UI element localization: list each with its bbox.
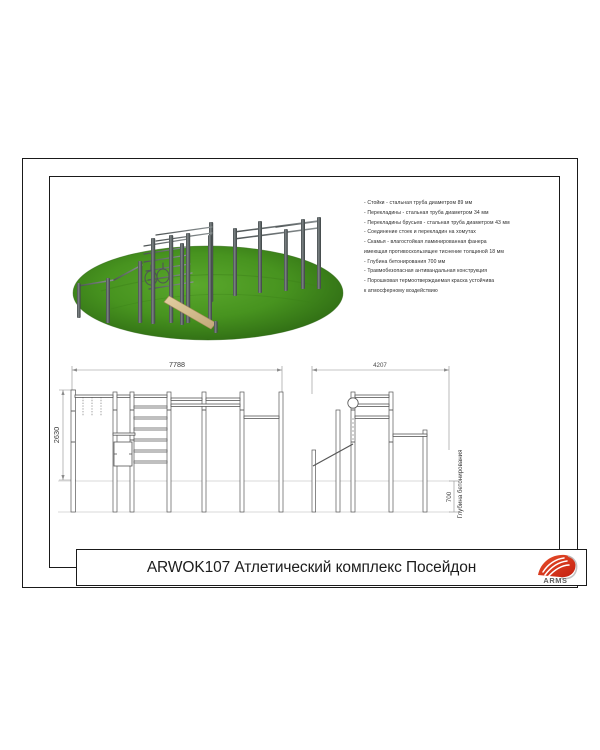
product-3d-render [56,183,346,351]
spec-item: - Стойки - стальная труба диаметром 89 м… [364,200,473,206]
right-assembly [311,391,428,513]
left-top-bars [74,394,280,419]
dimension-label-4207: 4207 [373,362,387,369]
hanging-straps [82,397,102,416]
drawing-sheet: - Стойки - стальная труба диаметром 89 м… [22,158,587,588]
right-posts [311,391,428,513]
dimension-label-2630: 2630 [52,427,61,443]
elevation-drawing: 7788 4207 [50,354,559,567]
monkey-bars [155,226,213,242]
spec-item: - Глубина бетонирования 700 мм [364,258,446,265]
arms-wordmark: ARMS [543,576,567,584]
left-assembly [70,389,284,513]
title-block: ARWOK107 Атлетический комплекс Посейдон [76,549,587,586]
left-posts [70,389,284,513]
right-top-bars [354,394,428,437]
spec-item-continuation: к атмосферному воздействию [364,287,438,294]
left-post-clamps [71,409,244,443]
dimension-label-7788: 7788 [169,360,185,369]
dimension-700 [449,480,459,513]
right-rings [347,397,359,409]
spec-item: - Травмобезопасная антивандальная констр… [364,268,488,275]
dimension-4207 [311,366,450,450]
spec-item: - Скамья - влагостойкая ламинированная ф… [364,239,487,246]
foundation-depth-label: Глубина бетонирования [457,450,464,519]
spec-item: - Порошковая термоотверждаемая краска ус… [364,278,495,285]
incline-bench [163,295,218,333]
right-post-clamps [351,409,393,443]
spec-item-continuation: имеющая противоскользящее тиснение толщи… [364,248,504,255]
ground-lines [58,480,450,513]
spec-item: - Перекладины - стальная труба диаметром… [364,209,489,216]
wall-bars-ladder [133,405,168,464]
back-top-rails [233,220,321,240]
inner-drawing-frame: - Стойки - стальная труба диаметром 89 м… [49,176,587,586]
upper-content-area: - Стойки - стальная труба диаметром 89 м… [50,177,559,354]
bench-seat [112,432,136,467]
dimension-label-700: 700 [446,491,453,502]
equipment-structure [77,217,321,333]
arms-swoosh-icon [538,554,578,580]
spec-item: - Соединение стоек и перекладин на хомут… [364,229,476,236]
arms-brand-logo: ARMS [532,553,579,584]
spec-item: - Перекладины брусьев - стальная труба д… [364,219,510,226]
right-incline-board [312,443,354,467]
specification-list: - Стойки - стальная труба диаметром 89 м… [364,199,564,297]
product-title: ARWOK107 Атлетический комплекс Посейдон [146,558,477,576]
